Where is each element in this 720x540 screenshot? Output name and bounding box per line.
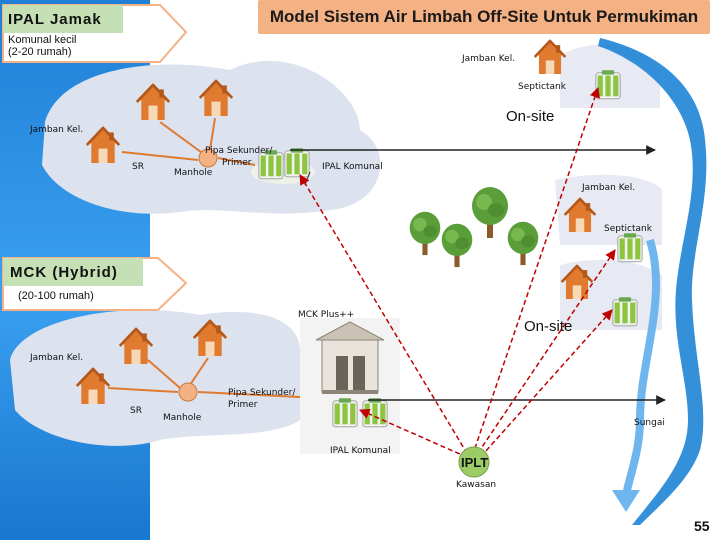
label-jamban-kel-mid-right: Jamban Kel. bbox=[582, 183, 636, 193]
ipal-jamak-subtitle-1: Komunal kecil bbox=[8, 34, 77, 46]
label-jamban-kel-lower-left: Jamban Kel. bbox=[30, 353, 84, 363]
house-icon bbox=[533, 39, 567, 76]
manhole-icon bbox=[178, 382, 198, 402]
ipal-tank-icon bbox=[332, 398, 358, 428]
label-primer-upper: Primer bbox=[222, 158, 252, 168]
label-pipa-sekunder-upper: Pipa Sekunder/ bbox=[205, 146, 273, 156]
label-sr-upper: SR bbox=[132, 162, 144, 172]
river-flow-arrow bbox=[622, 238, 660, 496]
label-ipal-komunal-lower: IPAL Komunal bbox=[330, 446, 391, 456]
manhole-icon bbox=[198, 148, 218, 168]
label-septictank-mid: Septictank bbox=[604, 224, 652, 234]
label-kawasan: Kawasan bbox=[456, 480, 497, 490]
label-iplt: IPLT bbox=[461, 455, 489, 470]
tree-icon bbox=[409, 211, 441, 256]
label-primer-lower: Primer bbox=[228, 400, 258, 410]
label-on-site-upper: On-site bbox=[506, 108, 555, 125]
label-on-site-lower: On-site bbox=[524, 318, 573, 335]
label-sr-lower: SR bbox=[130, 406, 142, 416]
page-number: 55 bbox=[694, 518, 710, 534]
label-jamban-kel-upper-right: Jamban Kel. bbox=[462, 54, 516, 64]
label-sungai: Sungai bbox=[634, 418, 665, 428]
land-area-lower bbox=[10, 310, 300, 446]
label-mck-plus: MCK Plus++ bbox=[298, 310, 355, 320]
label-ipal-komunal-upper: IPAL Komunal bbox=[322, 162, 383, 172]
ipal-tank-icon bbox=[362, 398, 388, 428]
label-pipa-sekunder-lower: Pipa Sekunder/ bbox=[228, 388, 296, 398]
septic-tank-icon bbox=[595, 70, 621, 100]
mck-building-icon bbox=[315, 321, 385, 394]
page-title: Model Sistem Air Limbah Off-Site Untuk P… bbox=[258, 0, 710, 34]
label-manhole-upper: Manhole bbox=[174, 168, 213, 178]
tree-icon bbox=[472, 187, 508, 238]
ipal-jamak-subtitle-2: (2-20 rumah) bbox=[8, 46, 72, 58]
septic-tank-icon bbox=[617, 233, 643, 263]
tree-icon bbox=[507, 221, 539, 266]
label-jamban-kel-upper-left: Jamban Kel. bbox=[30, 125, 84, 135]
mck-heading: MCK (Hybrid) bbox=[10, 264, 118, 281]
iplt-icon bbox=[458, 446, 490, 478]
mck-subtitle: (20-100 rumah) bbox=[18, 290, 94, 302]
label-septictank-upper: Septictank bbox=[518, 82, 566, 92]
tree-icon bbox=[441, 223, 473, 268]
river bbox=[598, 38, 707, 525]
ipal-tank-icon bbox=[284, 148, 310, 178]
label-manhole-lower: Manhole bbox=[163, 413, 202, 423]
ipal-jamak-heading: IPAL Jamak bbox=[8, 11, 102, 28]
septic-tank-icon bbox=[612, 297, 638, 327]
